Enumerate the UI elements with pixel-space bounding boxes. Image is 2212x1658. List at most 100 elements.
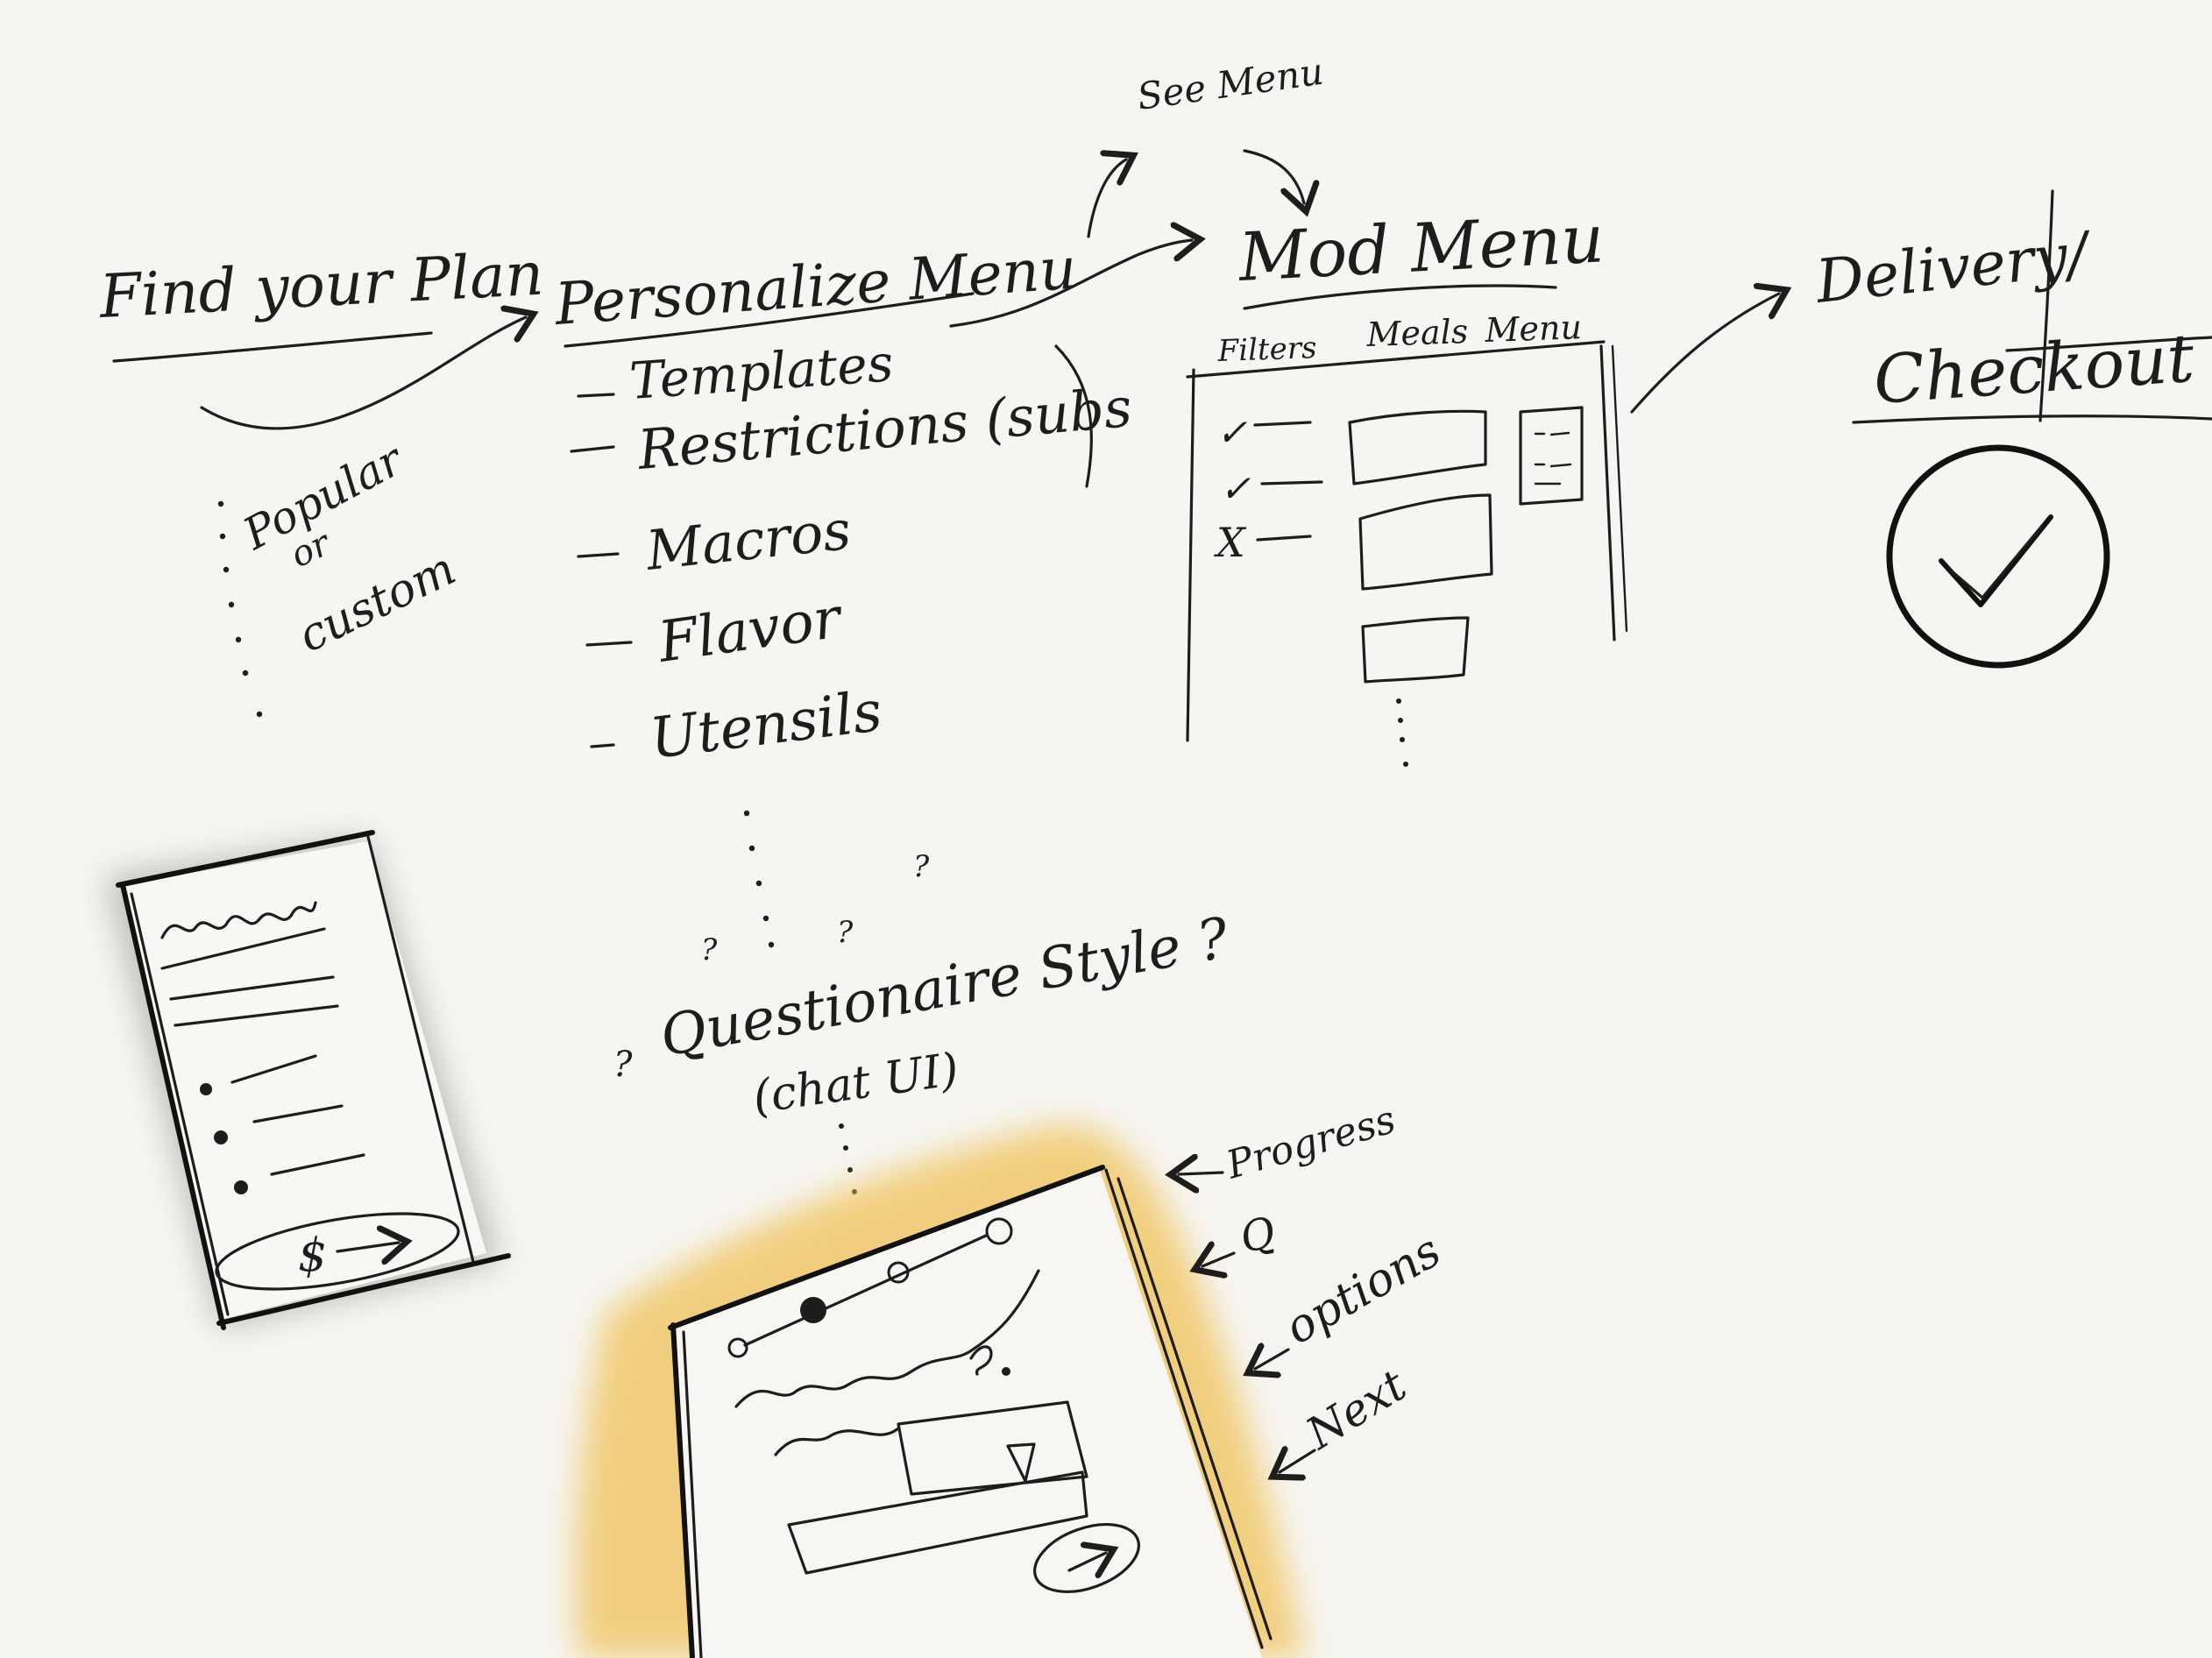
question-text-squiggle	[734, 1269, 1040, 1408]
checkout-title-line2: Checkout	[1871, 319, 2197, 419]
arrow-personalize-to-mod	[949, 240, 1192, 328]
dotted-trail-plan	[217, 500, 263, 718]
arrow-mod-to-checkout	[1630, 294, 1779, 414]
annot-arrow-progress	[1179, 1173, 1224, 1174]
checkout-confirm-circle	[1886, 444, 2110, 669]
personalize-item-utensils: Utensils	[647, 679, 885, 772]
plan-phone-bottom	[216, 1253, 511, 1326]
mod-screen-right	[1599, 344, 1616, 641]
dash-1	[577, 393, 615, 398]
plan-option-line-2	[252, 1104, 344, 1123]
q-phone-top	[668, 1165, 1105, 1330]
checkout-slash-stroke	[2038, 189, 2054, 422]
annot-arrow-options	[1255, 1350, 1290, 1369]
checkout-underline	[1852, 414, 2212, 424]
progress-step-4	[985, 1217, 1013, 1245]
personalize-title: Personalize Menu	[552, 235, 1079, 338]
plan-line-3	[174, 1004, 339, 1027]
plan-phone-left	[120, 882, 226, 1330]
arrow-to-see-menu	[1087, 159, 1126, 238]
plan-pay-dollar-icon: $	[298, 1229, 327, 1282]
plan-heading-squiggle	[160, 901, 317, 939]
arrow-see-menu-down	[1243, 149, 1304, 203]
options-dropdown	[897, 1400, 1088, 1496]
annot-arrow-q	[1202, 1253, 1236, 1266]
q-mark-4: ?	[613, 1045, 633, 1085]
meal-dots	[1396, 698, 1408, 767]
q-phone-right	[1104, 1168, 1264, 1649]
dash-2	[570, 445, 615, 453]
annot-progress: Progress	[1221, 1097, 1400, 1188]
mod-screen-left	[1186, 368, 1195, 742]
mod-screen-top	[1186, 340, 1606, 379]
q-phone-left	[670, 1322, 695, 1658]
q-mark-3: ?	[913, 849, 930, 884]
progress-step-current	[800, 1297, 826, 1323]
mod-col-filters: Filters	[1216, 330, 1317, 369]
next-button	[1032, 1523, 1141, 1593]
plan-line-2	[169, 975, 335, 1001]
questionnaire-phone-sketch	[575, 1124, 1306, 1658]
meal-card-1	[1348, 409, 1487, 485]
q-mark-2: ?	[837, 915, 854, 950]
filter-check-2: ✓	[1220, 467, 1251, 510]
q-phone-right-2	[1117, 1177, 1273, 1640]
menu-summary-lines	[1534, 431, 1572, 485]
plan-option-line-3	[270, 1153, 365, 1176]
checkmark-icon-stroke2	[1948, 524, 2044, 599]
find-plan-underline	[112, 331, 433, 363]
dropdown-chevron-icon	[1006, 1442, 1036, 1483]
dash-5	[590, 743, 615, 748]
next-arrow-icon	[1067, 1553, 1106, 1570]
annot-q: Q	[1235, 1208, 1280, 1264]
dash-3	[577, 552, 620, 558]
personalize-item-flavor: Flavor	[654, 585, 847, 676]
checkmark-icon	[1939, 514, 2053, 607]
dotted-trail-phone	[839, 1123, 857, 1194]
stage-find-plan: Find your Plan Popular or custom	[96, 240, 545, 718]
stage-personalize: Personalize Menu Templates Restrictions …	[552, 159, 1192, 948]
plan-phone-body	[123, 841, 486, 1319]
mod-col-meals: Meals	[1365, 312, 1469, 354]
mod-menu-underline	[1243, 284, 1557, 310]
plan-phone-right	[366, 835, 475, 1264]
annot-arrow-next	[1280, 1450, 1316, 1472]
see-menu-label: See Menu	[1135, 50, 1327, 118]
stage-mod-menu: See Menu Mod Menu Filters Meals Menu ✓ ✓…	[1135, 50, 1779, 767]
progress-track	[743, 1234, 988, 1347]
progress-step-1	[727, 1337, 748, 1358]
checkout-title-line1: Delivery/	[1811, 219, 2096, 317]
filter-line-3	[1256, 535, 1312, 542]
dotted-trail-questionnaire	[743, 810, 775, 948]
plan-phone-sketch: $	[105, 830, 511, 1330]
restrictions-paren	[1054, 344, 1093, 488]
question-mark-dot	[1002, 1367, 1010, 1376]
menu-summary-box	[1519, 406, 1584, 506]
mod-col-menu: Menu	[1484, 308, 1583, 350]
plan-pay-arrow-icon	[336, 1243, 399, 1251]
find-plan-title: Find your Plan	[96, 240, 545, 333]
answer-input-box	[787, 1470, 1088, 1575]
mod-menu-title: Mod Menu	[1235, 199, 1606, 296]
filter-line-1	[1253, 421, 1312, 427]
plan-phone-left-2	[130, 892, 230, 1316]
questionnaire-section: ? ? ? ? Questionaire Style ? (chat UI)	[613, 849, 1234, 1194]
personalize-underline	[564, 292, 975, 348]
plan-phone-top	[116, 830, 375, 888]
q-phone-left-2	[682, 1330, 703, 1658]
questionnaire-subtitle: (chat UI)	[749, 1044, 961, 1124]
filter-line-2	[1260, 480, 1323, 485]
plan-option-line-1	[230, 1054, 317, 1084]
meal-card-2	[1358, 493, 1493, 591]
plan-option-bullet-3	[234, 1180, 248, 1194]
arrow-plan-to-personalize	[200, 317, 526, 430]
filter-check-1: ✓	[1216, 411, 1247, 454]
stage-checkout: Delivery/ Checkout	[1811, 189, 2212, 669]
mod-screen-right-2	[1611, 344, 1628, 633]
filter-x-3: X	[1214, 519, 1247, 566]
annot-options: options	[1277, 1224, 1450, 1355]
plan-option-bullet-2	[214, 1130, 228, 1144]
plan-option-bullet-1	[200, 1083, 212, 1095]
q-mark-1: ?	[701, 932, 718, 967]
